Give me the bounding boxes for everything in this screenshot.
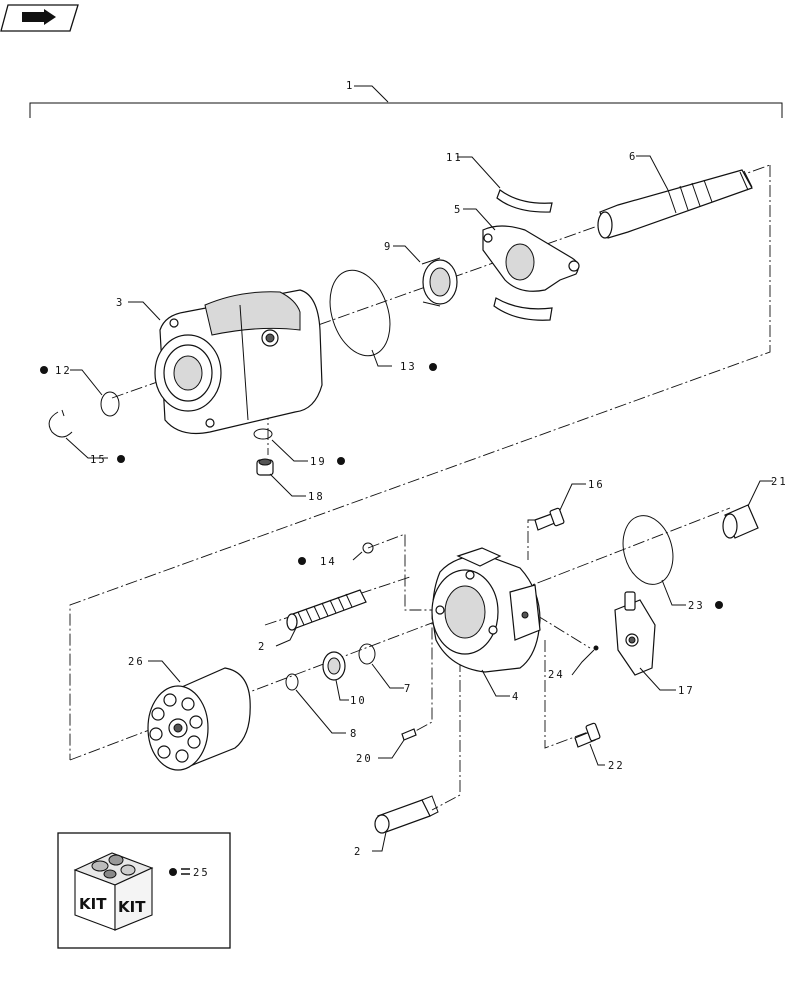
bullet-dot-icon [429, 363, 437, 371]
callout-16: 16 [588, 479, 605, 491]
callout-11: 11 [446, 152, 463, 164]
callout-18: 18 [308, 491, 325, 503]
callout-26: 26 [128, 656, 145, 668]
callout-22: 22 [608, 760, 625, 772]
callout-3: 3 [116, 297, 124, 309]
kit-legend-box: KIT KIT 25 [57, 832, 231, 949]
retaining-ring [100, 391, 120, 417]
callout-7: 7 [404, 683, 412, 695]
cradle-bearing-shells [493, 189, 553, 321]
callout-19: 19 [310, 456, 327, 468]
snap-ring-7 [358, 643, 376, 665]
next-page-button[interactable] [0, 4, 79, 32]
end-cover [431, 547, 541, 673]
callout-14: 14 [320, 556, 337, 568]
dowel-dot [593, 645, 599, 651]
ring-8 [285, 673, 299, 691]
pump-housing [154, 289, 323, 435]
assembly-callout: 1 [346, 80, 354, 92]
snap-ring [48, 409, 73, 438]
assembly-bracket [29, 85, 783, 118]
o-ring-14 [362, 542, 374, 554]
cylinder-barrel [147, 667, 251, 771]
plug [256, 458, 274, 476]
drive-shaft [597, 169, 753, 239]
kit-bullets [40, 363, 723, 609]
callout-6: 6 [629, 151, 637, 163]
next-page-arrow-icon [22, 9, 56, 25]
callout-2-lower: 2 [354, 846, 362, 858]
bullet-dot-icon [40, 366, 48, 374]
kit-text-left: KIT [79, 895, 107, 913]
swash-plate [482, 225, 580, 292]
callout-23: 23 [688, 600, 705, 612]
bullet-dot-icon [298, 557, 306, 565]
callout-9: 9 [384, 241, 392, 253]
callout-8: 8 [350, 728, 358, 740]
kit-box-icon [73, 852, 154, 931]
kit-text-right: KIT [118, 898, 146, 916]
o-ring-23 [622, 515, 674, 585]
bullet-dot-icon [715, 601, 723, 609]
callout-12: 12 [55, 365, 72, 377]
callout-10: 10 [350, 695, 367, 707]
small-o-ring [253, 428, 273, 440]
equals-sign [181, 868, 190, 875]
bullet-dot-icon [117, 455, 125, 463]
bushing [722, 504, 759, 539]
callout-17: 17 [678, 685, 695, 697]
large-o-ring [329, 269, 391, 357]
screw-16 [534, 507, 565, 531]
callout-24: 24 [548, 669, 565, 681]
valve-block [614, 591, 656, 676]
callout-15: 15 [90, 454, 107, 466]
callout-13: 13 [400, 361, 417, 373]
bullet-dot-icon [169, 868, 177, 876]
screw-22 [574, 722, 601, 748]
spring [286, 589, 367, 631]
piston [374, 795, 439, 834]
callout-2-upper: 2 [258, 641, 266, 653]
callout-5: 5 [454, 204, 462, 216]
kit-legend-value: 25 [193, 867, 210, 879]
callout-4: 4 [512, 691, 520, 703]
callout-20: 20 [356, 753, 373, 765]
callout-21: 21 [771, 476, 788, 488]
bullet-dot-icon [337, 457, 345, 465]
leader-lines [65, 155, 773, 852]
pin [401, 728, 417, 741]
bearing [421, 257, 458, 307]
needle-bearing [322, 651, 346, 681]
